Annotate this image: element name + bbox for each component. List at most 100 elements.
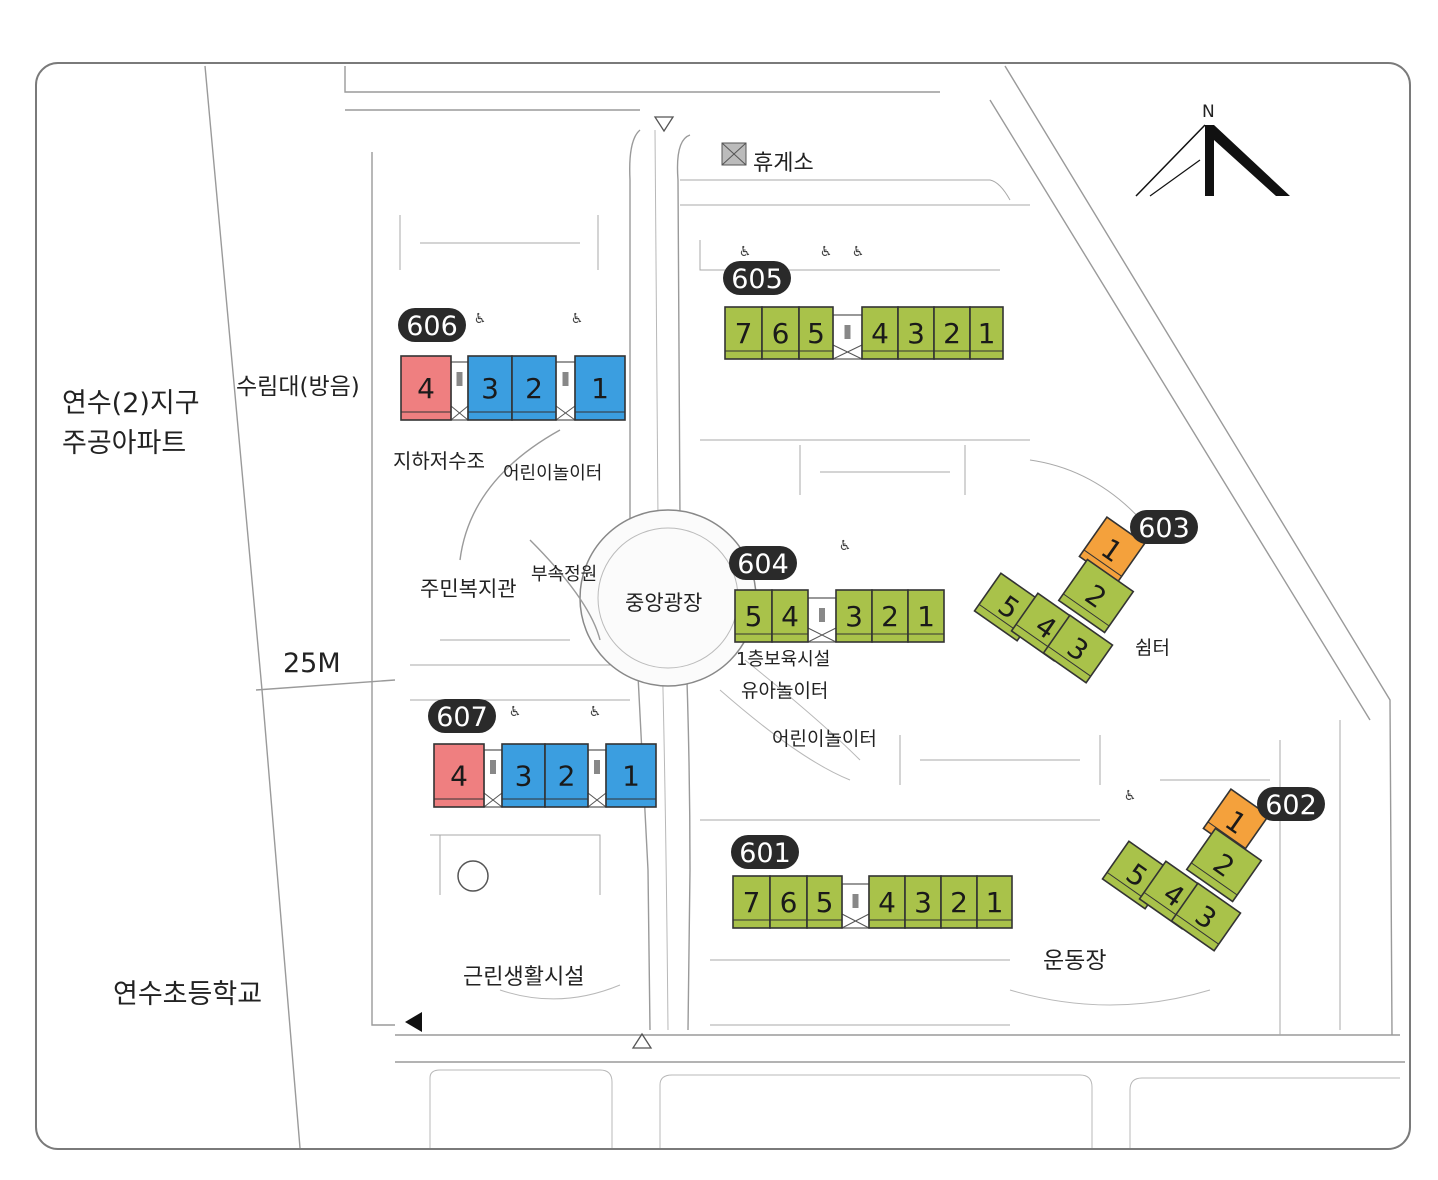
building-core bbox=[807, 597, 837, 643]
building-604-unit-5: 5 bbox=[734, 589, 773, 643]
accessible-parking-icon: ♿ bbox=[509, 704, 522, 720]
unit-block bbox=[605, 743, 657, 808]
building-badge-606: 606 bbox=[398, 308, 466, 342]
building-number: 601 bbox=[739, 838, 791, 869]
north-arrow-icon: N bbox=[1135, 102, 1290, 197]
unit-block bbox=[1170, 882, 1242, 952]
building-number: 603 bbox=[1138, 513, 1190, 544]
building-606-unit-3: 3 bbox=[467, 355, 513, 421]
unit-number: 4 bbox=[450, 760, 468, 793]
label-plaza: 중앙광장 bbox=[625, 591, 702, 615]
unit-block bbox=[940, 875, 978, 929]
unit-block bbox=[400, 355, 452, 421]
building-607-unit-3: 3 bbox=[501, 743, 546, 808]
compass-north-label: N bbox=[1202, 102, 1215, 122]
building-604-unit-1: 1 bbox=[907, 589, 945, 643]
unit-block bbox=[544, 743, 589, 808]
unit-number: 3 bbox=[515, 760, 533, 793]
building-601-unit-7: 7 bbox=[732, 875, 771, 929]
unit-block bbox=[969, 306, 1004, 360]
unit-block bbox=[806, 875, 843, 929]
entrance-marker-north bbox=[653, 116, 675, 133]
label-forest: 수림대(방음) bbox=[236, 374, 360, 400]
building-604-unit-3: 3 bbox=[835, 589, 873, 643]
building-core bbox=[841, 883, 870, 929]
label-playground-west: 어린이놀이터 bbox=[503, 463, 602, 484]
building-603-unit-2: 2 bbox=[1057, 558, 1135, 634]
building-number: 604 bbox=[737, 549, 789, 580]
fountain-icon bbox=[457, 860, 489, 892]
label-road-width: 25M bbox=[283, 648, 341, 679]
building-604-unit-2: 2 bbox=[871, 589, 909, 643]
unit-number: 6 bbox=[772, 317, 790, 350]
label-toddler-playground: 유아놀이터 bbox=[741, 680, 828, 702]
central-plaza bbox=[459, 429, 1211, 1006]
unit-number: 1 bbox=[986, 886, 1004, 919]
building-607-unit-4: 4 bbox=[433, 743, 485, 808]
accessible-parking-icon: ♿ bbox=[474, 311, 487, 327]
building-badge-605: 605 bbox=[723, 261, 791, 295]
building-601-unit-4: 4 bbox=[868, 875, 906, 929]
unit-number: 5 bbox=[745, 600, 763, 633]
unit-block bbox=[835, 589, 873, 643]
unit-number: 2 bbox=[881, 600, 899, 633]
unit-block bbox=[976, 875, 1013, 929]
label-sports-field: 운동장 bbox=[1043, 948, 1106, 974]
building-number: 602 bbox=[1265, 790, 1317, 821]
accessible-parking-icon: ♿ bbox=[852, 244, 865, 260]
label-rest-area: 휴게소 bbox=[753, 151, 814, 176]
unit-number: 4 bbox=[417, 372, 435, 405]
label-welfare-center: 주민복지관 bbox=[420, 577, 517, 601]
label-shelter: 쉼터 bbox=[1135, 637, 1170, 659]
building-607-unit-1: 1 bbox=[605, 743, 657, 808]
unit-number: 7 bbox=[735, 317, 753, 350]
unit-number: 4 bbox=[781, 600, 799, 633]
unit-block bbox=[511, 355, 557, 421]
unit-block bbox=[861, 306, 899, 360]
building-badge-604: 604 bbox=[729, 546, 797, 580]
unit-block bbox=[734, 589, 773, 643]
accessible-parking-icon: ♿ bbox=[820, 244, 833, 260]
label-playground-center: 어린이놀이터 bbox=[772, 728, 877, 750]
building-core bbox=[587, 749, 607, 808]
building-605-unit-4: 4 bbox=[861, 306, 899, 360]
building-number: 606 bbox=[406, 311, 458, 342]
building-605-unit-2: 2 bbox=[933, 306, 971, 360]
unit-number: 2 bbox=[525, 372, 543, 405]
building-601-unit-2: 2 bbox=[940, 875, 978, 929]
building-603-unit-3: 3 bbox=[1042, 614, 1114, 684]
building-badge-607: 607 bbox=[428, 699, 496, 733]
unit-block bbox=[761, 306, 800, 360]
unit-number: 1 bbox=[978, 317, 996, 350]
building-core bbox=[483, 749, 503, 808]
unit-number: 1 bbox=[622, 760, 640, 793]
label-school: 연수초등학교 bbox=[113, 979, 262, 1010]
unit-block bbox=[1185, 827, 1263, 903]
label-shopping: 근린생활시설 bbox=[463, 965, 584, 990]
unit-number: 2 bbox=[950, 886, 968, 919]
building-core bbox=[450, 361, 469, 421]
boundary-roads bbox=[204, 65, 1405, 1149]
unit-number: 5 bbox=[807, 317, 825, 350]
building-601-unit-1: 1 bbox=[976, 875, 1013, 929]
unit-block bbox=[771, 589, 809, 643]
building-number: 607 bbox=[436, 702, 488, 733]
unit-block bbox=[1042, 614, 1114, 684]
building-605-unit-6: 6 bbox=[761, 306, 800, 360]
building-605-unit-1: 1 bbox=[969, 306, 1004, 360]
accessible-parking-icon: ♿ bbox=[839, 538, 852, 554]
accessible-parking-icon: ♿ bbox=[739, 244, 752, 260]
building-605-unit-5: 5 bbox=[798, 306, 834, 360]
entrance-marker-south bbox=[631, 1032, 653, 1049]
building-602-unit-2: 2 bbox=[1185, 827, 1263, 903]
building-601-unit-3: 3 bbox=[904, 875, 942, 929]
unit-number: 2 bbox=[558, 760, 576, 793]
label-water-tank: 지하저수조 bbox=[393, 449, 485, 473]
unit-block bbox=[907, 589, 945, 643]
